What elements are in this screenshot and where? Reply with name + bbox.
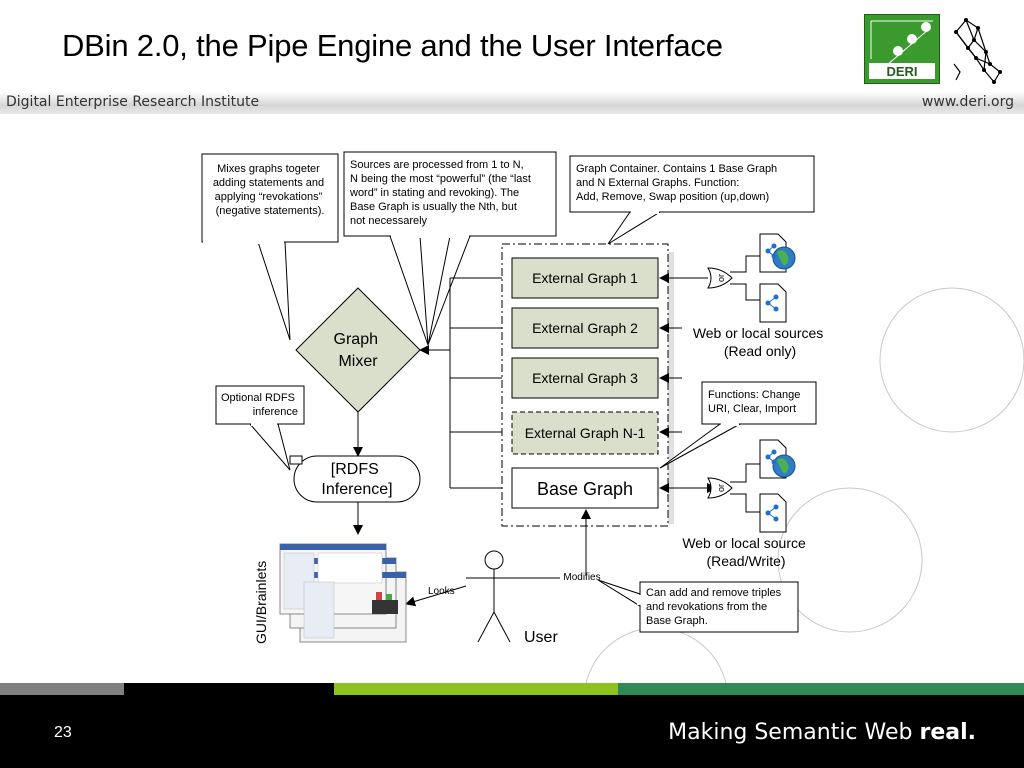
tagline: Making Semantic Web real. [668, 720, 976, 745]
footer-stripes [0, 683, 1024, 695]
graph-mixer-label: Mixer [338, 353, 378, 370]
note-functions: Functions: Change URI, Clear, Import [659, 381, 817, 469]
network-map-icon [953, 18, 1002, 84]
note-rdfs-line: Optional RDFS [221, 392, 295, 404]
note-triples-line: Can add and remove triples [646, 587, 782, 599]
note-container-line: and N External Graphs. Function: [576, 177, 739, 189]
external-graph-label: External Graph 2 [532, 320, 638, 336]
note-mixer-line: applying “revokations” [215, 191, 323, 203]
web-sources-readonly: Web or local sources (Read only) [693, 325, 827, 359]
pipe-engine-diagram: Mixes graphs togeter adding statements a… [201, 151, 827, 646]
svg-text:Functions: Change URI, C: Functions: Change URI, Clear, Import [708, 389, 803, 415]
external-graph-label: External Graph N-1 [525, 425, 646, 441]
note-sources-line: Sources are processed from 1 to N, [350, 159, 524, 171]
note-triples-line: and revokations from the [646, 601, 767, 613]
external-graph-3: External Graph 3 [511, 357, 659, 399]
logo-text: DERI [886, 64, 917, 79]
note-mixer-line: Mixes graphs togeter [217, 163, 320, 175]
note-container-line: Add, Remove, Swap position (up,down) [576, 191, 769, 203]
slide-title: DBin 2.0, the Pipe Engine and the User I… [62, 28, 723, 63]
external-graph-2: External Graph 2 [511, 307, 659, 349]
page-number: 23 [54, 724, 72, 741]
deri-logo: DERI [864, 14, 940, 84]
note-sources-line: not necessarely [350, 215, 428, 227]
modifies-label: Modifies [563, 572, 600, 583]
note-rdfs-line: inference [253, 406, 298, 418]
web-rdf-document-icon [759, 439, 796, 479]
looks-label: Looks [428, 586, 455, 597]
local-rdf-document-icon [759, 493, 787, 533]
external-graph-n-1: External Graph N-1 [511, 411, 659, 455]
gui-screenshots [279, 543, 407, 643]
footer-bar [0, 695, 1024, 768]
note-container: Graph Container. Contains 1 Base Graph a… [569, 155, 815, 245]
institute-name: Digital Enterprise Research Institute [6, 94, 260, 110]
note-rdfs: Optional RDFS inference [215, 385, 305, 471]
external-graph-label: External Graph 3 [532, 370, 638, 386]
note-sources-line: word” in stating and revoking). The [349, 187, 519, 199]
svg-text:Graph Mixer: Graph Mixer [334, 331, 383, 370]
connector-bus [419, 277, 512, 489]
svg-text:Sources are processed from 1 t: Sources are processed from 1 to N, N bei… [349, 159, 534, 227]
rdfs-inference-label: [RDFS [331, 461, 379, 478]
graph-mixer-label: Graph [334, 331, 378, 348]
svg-text:Can add and remove triples: Can add and remove triples and revokatio… [646, 587, 784, 627]
or-gate-top: or [707, 255, 760, 301]
web-rdf-document-icon [759, 233, 796, 273]
note-sources-line: Base Graph is usually the Nth, but [350, 201, 517, 213]
note-sources-line: N being the most “powerful” (the “last [350, 173, 531, 185]
note-mixer-line: adding statements and [213, 177, 324, 189]
base-graph: Base Graph [511, 467, 659, 509]
svg-text:Optional RDFS inference: Optional RDFS inference [221, 392, 298, 418]
user-label: User [524, 629, 558, 646]
svg-text:Graph Container. Contains 1 Ba: Graph Container. Contains 1 Base Graph a… [576, 163, 780, 203]
web-source-readwrite: Web or local source (Read/Write) [682, 535, 809, 569]
external-graph-1: External Graph 1 [511, 257, 659, 299]
note-container-line: Graph Container. Contains 1 Base Graph [576, 163, 777, 175]
rdfs-inference-node: [RDFS Inference] [289, 455, 421, 503]
tagline-bold: real. [919, 720, 976, 745]
header-band [0, 92, 1024, 114]
user-figure [466, 550, 560, 643]
note-triples-line: Base Graph. [646, 615, 708, 627]
svg-text:Mixes graphs togeter add: Mixes graphs togeter adding statements a… [213, 163, 327, 217]
svg-text:[RDFS Inference]: [RDFS Inference] [321, 461, 392, 498]
note-mixer: Mixes graphs togeter adding statements a… [201, 153, 339, 341]
external-graph-label: External Graph 1 [532, 270, 638, 286]
base-graph-label: Base Graph [537, 479, 633, 499]
or-label: or [716, 484, 726, 492]
note-functions-line: URI, Clear, Import [708, 403, 796, 415]
local-rdf-document-icon [759, 283, 787, 323]
or-gate-bottom: or [707, 463, 760, 513]
note-triples: Can add and remove triples and revokatio… [597, 579, 799, 633]
note-sources: Sources are processed from 1 to N, N bei… [343, 151, 557, 346]
graph-mixer-node: Graph Mixer [295, 287, 421, 413]
gui-brainlets-label: GUI/Brainlets [253, 561, 269, 644]
website-link[interactable]: www.deri.org [921, 94, 1014, 110]
tagline-prefix: Making Semantic Web [668, 720, 920, 745]
rdfs-inference-label: Inference] [321, 481, 392, 498]
note-mixer-line: (negative statements). [216, 205, 325, 217]
note-functions-line: Functions: Change [708, 389, 800, 401]
or-label: or [716, 274, 726, 282]
